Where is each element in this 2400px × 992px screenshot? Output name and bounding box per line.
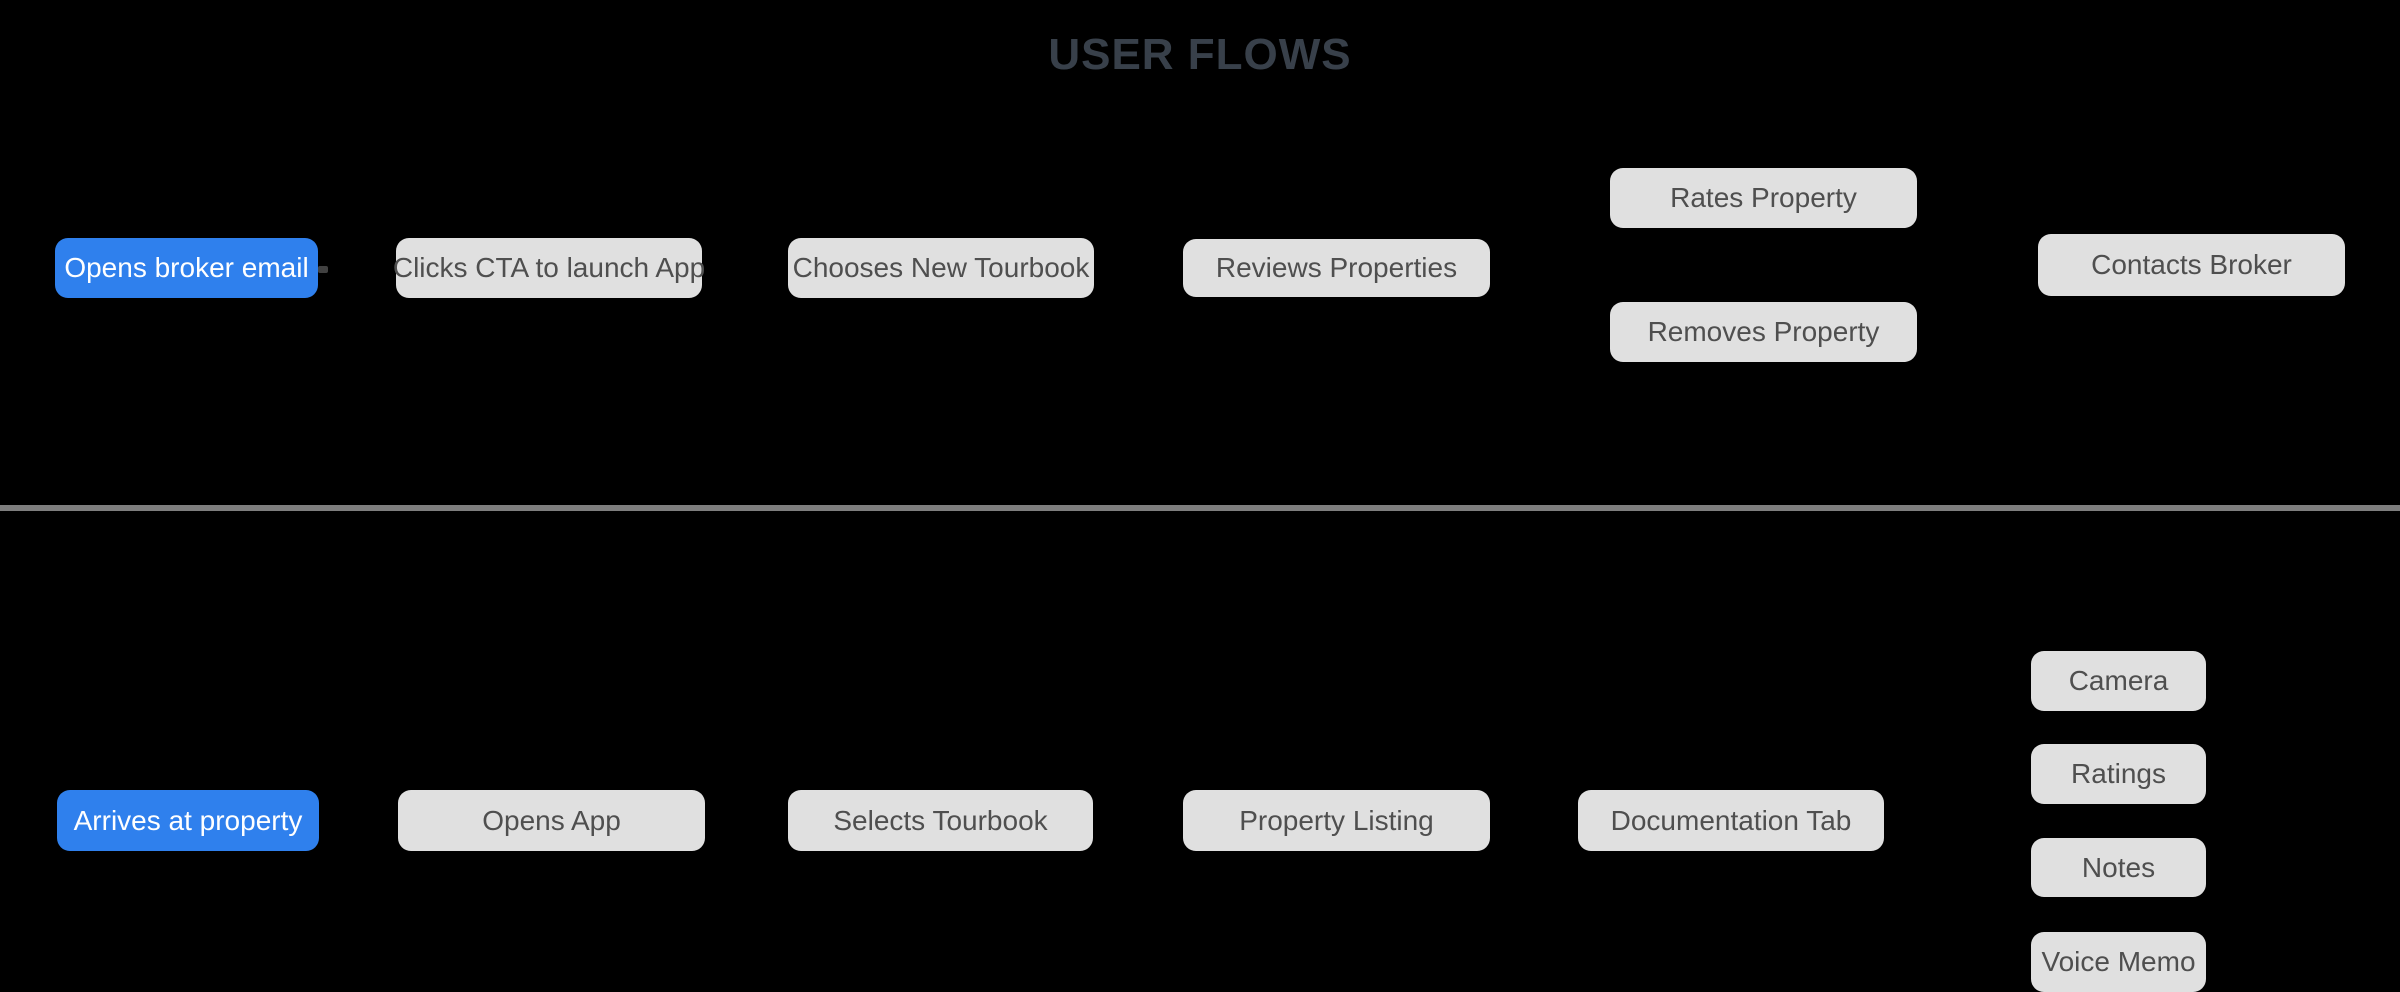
flow-node-label: Chooses New Tourbook bbox=[792, 252, 1090, 283]
flow-node-notes[interactable]: Notes bbox=[2031, 838, 2206, 897]
flow-node-selects-tourbook[interactable]: Selects Tourbook bbox=[788, 790, 1093, 851]
flow-node-label: Opens App bbox=[482, 804, 621, 836]
flow-node-property-listing[interactable]: Property Listing bbox=[1183, 790, 1490, 851]
flow-node-label: Opens broker email bbox=[64, 252, 309, 283]
flow-section-divider bbox=[0, 505, 2400, 511]
flow-node-voice-memo[interactable]: Voice Memo bbox=[2031, 932, 2206, 992]
flow-node-label: Documentation Tab bbox=[1610, 804, 1852, 836]
flow-node-label: Removes Property bbox=[1647, 316, 1880, 347]
flow-node-camera[interactable]: Camera bbox=[2031, 651, 2206, 711]
flow-node-opens-app[interactable]: Opens App bbox=[398, 790, 705, 851]
flow-node-label: Rates Property bbox=[1670, 182, 1857, 213]
page-title: USER FLOWS bbox=[1048, 30, 1352, 79]
flow-node-reviews-properties[interactable]: Reviews Properties bbox=[1183, 239, 1490, 297]
flow-node-label: Selects Tourbook bbox=[833, 804, 1048, 836]
flow-node-label: Notes bbox=[2081, 851, 2156, 883]
flow-node-label: Clicks CTA to launch App bbox=[392, 252, 706, 283]
flow-node-rates-property[interactable]: Rates Property bbox=[1610, 168, 1917, 228]
flow-node-opens-broker-email[interactable]: Opens broker email bbox=[55, 238, 318, 298]
flow-node-ratings[interactable]: Ratings bbox=[2031, 744, 2206, 804]
flow-node-documentation-tab[interactable]: Documentation Tab bbox=[1578, 790, 1884, 851]
flow-node-label: Voice Memo bbox=[2041, 946, 2196, 977]
flow-node-clicks-cta-to-launch-app[interactable]: Clicks CTA to launch App bbox=[392, 238, 706, 298]
flow-node-label: Camera bbox=[2068, 665, 2169, 696]
flow-node-removes-property[interactable]: Removes Property bbox=[1610, 302, 1917, 362]
connector-arrow-stub bbox=[318, 266, 328, 273]
flow-node-label: Property Listing bbox=[1239, 804, 1434, 836]
flow-node-arrives-at-property[interactable]: Arrives at property bbox=[57, 790, 319, 851]
flow-node-label: Arrives at property bbox=[73, 804, 303, 836]
flow-node-label: Reviews Properties bbox=[1215, 252, 1458, 283]
flow-node-chooses-new-tourbook[interactable]: Chooses New Tourbook bbox=[788, 238, 1094, 298]
flow-node-label: Contacts Broker bbox=[2091, 249, 2292, 280]
flow-node-contacts-broker[interactable]: Contacts Broker bbox=[2038, 234, 2345, 296]
flow-node-label: Ratings bbox=[2071, 758, 2166, 789]
